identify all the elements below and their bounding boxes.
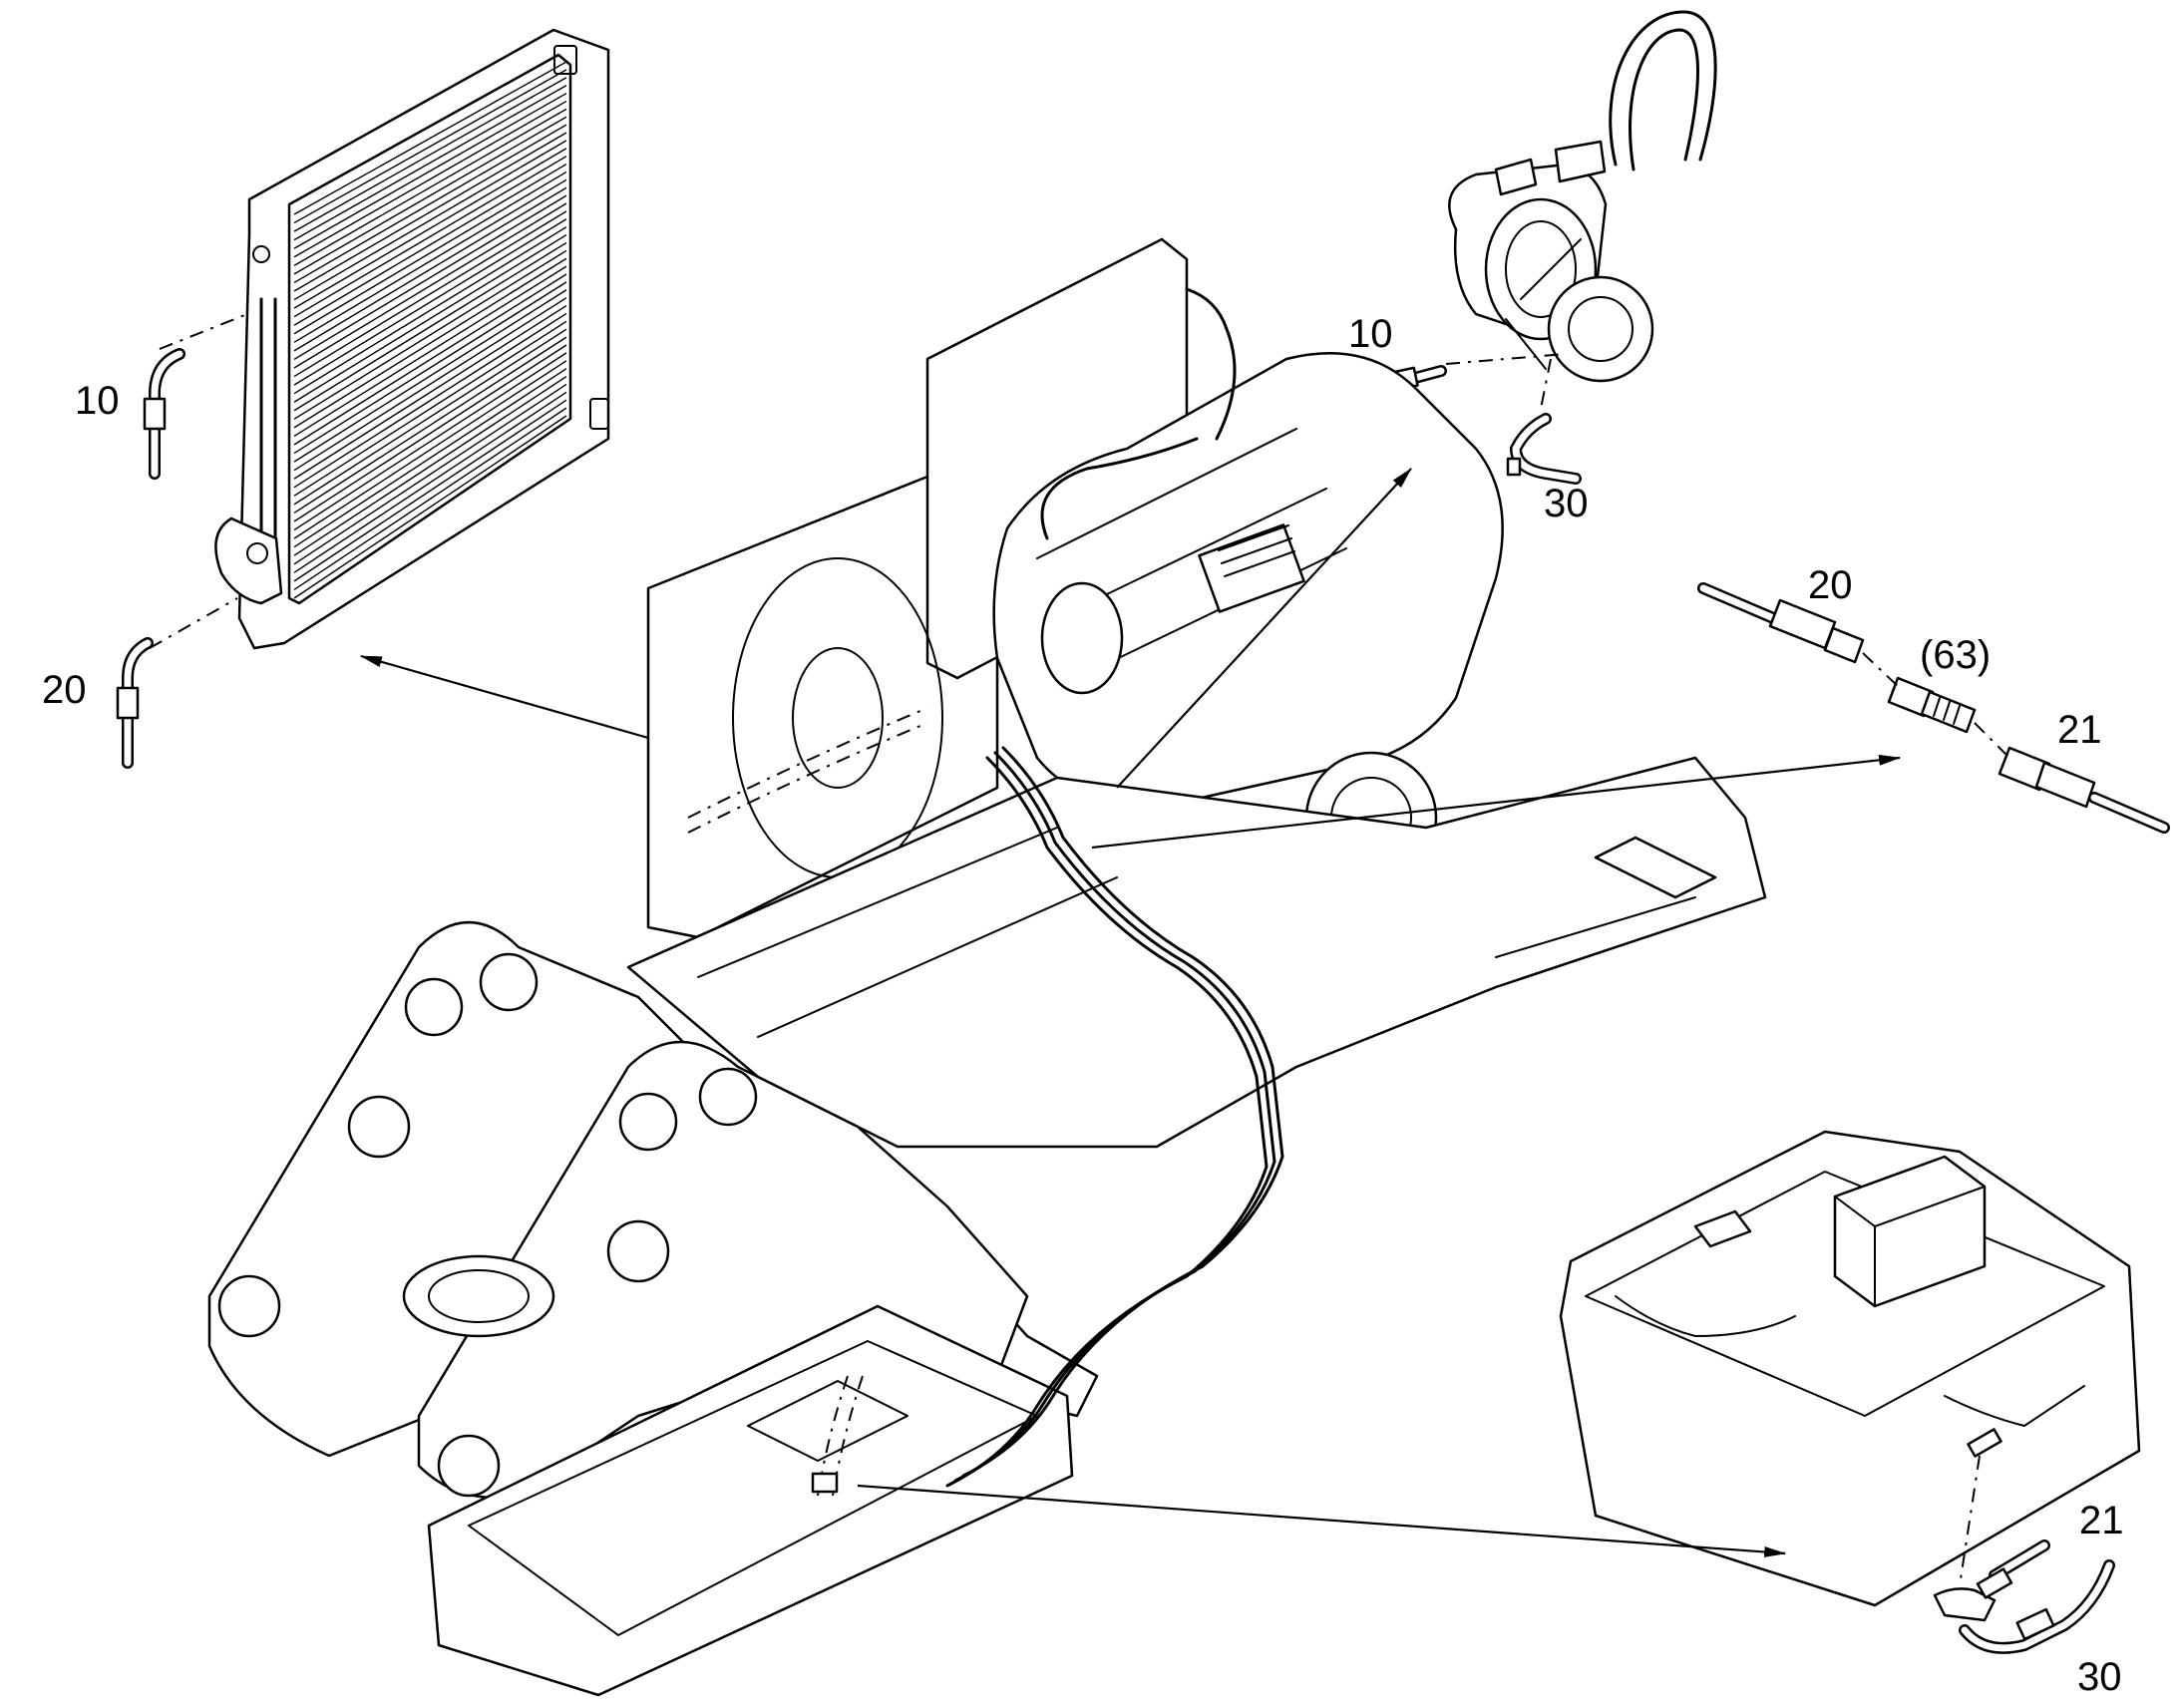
cab-base-plate	[427, 1304, 1074, 1697]
arrow-to-line-detail	[1091, 754, 1902, 850]
line-detail-21	[1998, 746, 2170, 834]
arrow-to-condenser	[359, 654, 649, 740]
callout-10-compressor: 10	[1348, 312, 1393, 356]
upper-frame	[626, 756, 1767, 1149]
callout-20-line: 20	[1808, 563, 1853, 607]
arrow-to-hvac	[857, 1484, 1787, 1557]
ac-hose-routing	[811, 746, 1284, 1497]
ac-compressor	[1448, 10, 1717, 383]
callout-63-fitting: (63)	[1920, 633, 1991, 677]
hvac-hose-30	[1959, 1559, 2115, 1654]
callout-10-condenser: 10	[75, 379, 120, 423]
leader-arrows	[359, 468, 1902, 1557]
hose-10-condenser	[143, 348, 185, 480]
condenser-fins	[293, 61, 567, 599]
hvac-fitting-21	[1933, 1539, 2050, 1622]
callout-21-hvac: 21	[2079, 1499, 2124, 1542]
callout-21-line: 21	[2057, 708, 2102, 752]
hvac-unit	[1559, 1130, 2141, 1607]
line-detail-20	[1697, 582, 1865, 664]
callout-20-condenser: 20	[42, 668, 87, 712]
callout-30-hvac: 30	[2077, 1655, 2122, 1699]
condenser-assembly	[214, 28, 610, 650]
callout-30-compressor: 30	[1544, 482, 1589, 525]
hose-30-compressor	[1506, 413, 1582, 485]
hose-20-condenser	[116, 637, 154, 769]
arrow-to-compressor	[1116, 468, 1412, 789]
fitting-63	[1887, 676, 1977, 734]
